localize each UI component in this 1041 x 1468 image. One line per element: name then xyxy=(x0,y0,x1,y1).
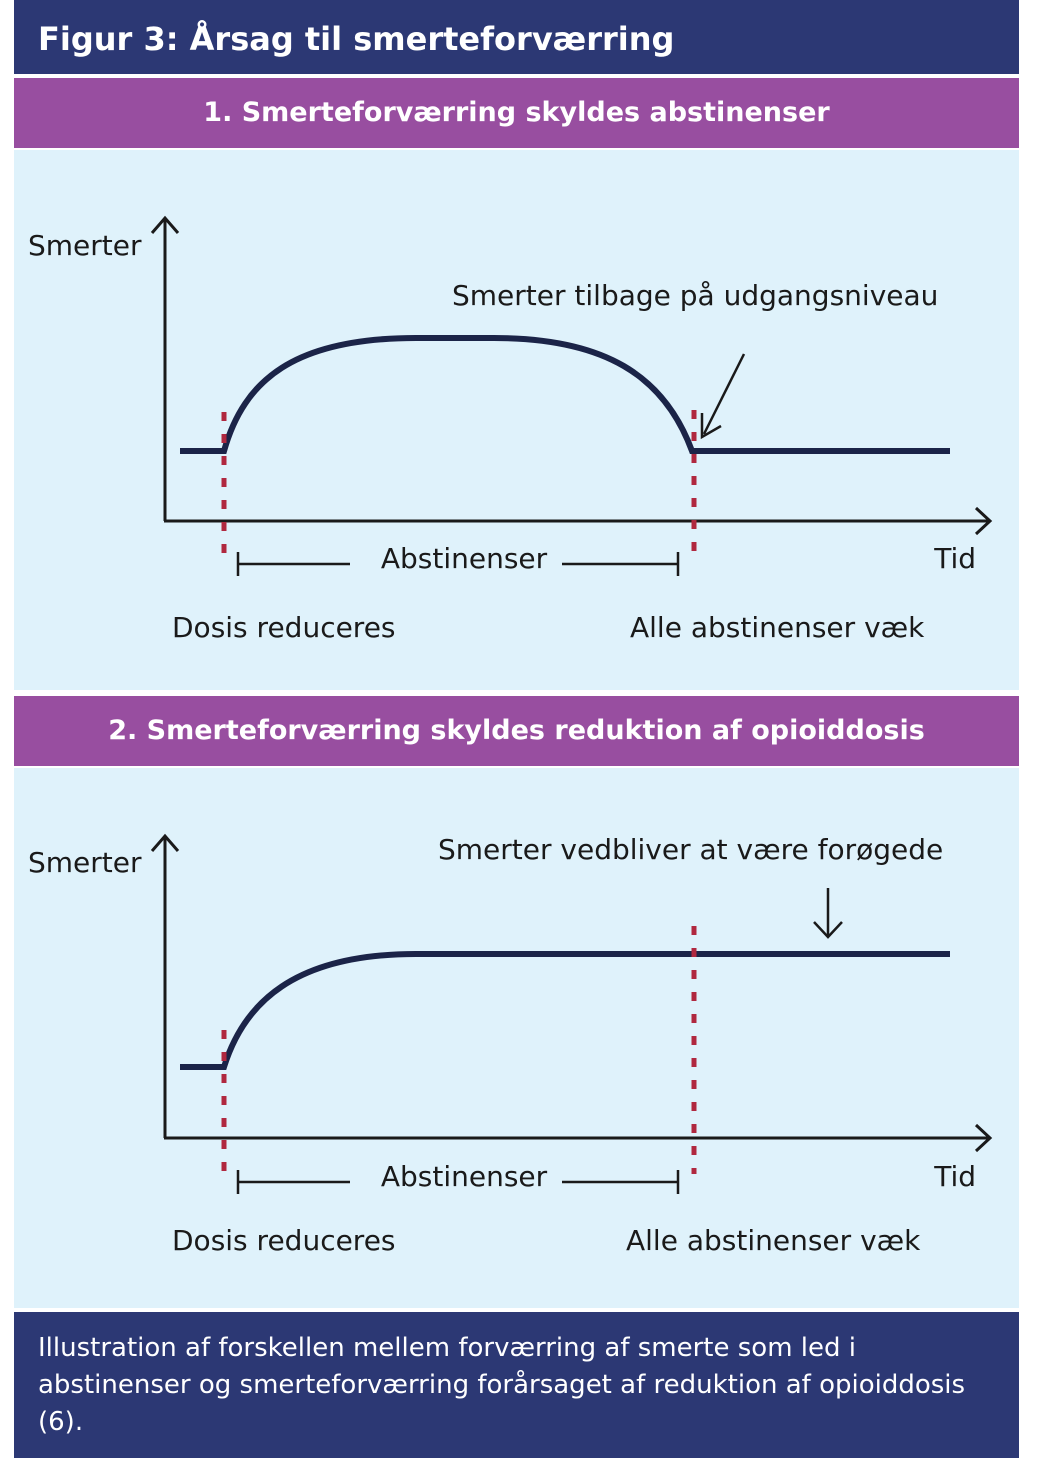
x-axis-arrowhead xyxy=(974,506,993,536)
pain-curve xyxy=(180,335,950,454)
interval-label: Abstinenser xyxy=(381,542,548,575)
panel-1: Smerter Smerter tilbage på udgangsniveau… xyxy=(14,150,1019,690)
y-axis-arrowhead xyxy=(150,215,180,234)
y-axis-arrowhead xyxy=(150,833,180,852)
figure-title: Figur 3: Årsag til smerteforværring xyxy=(14,0,1019,74)
panel-2-diagram: Smerter Smerter vedbliver at være forøge… xyxy=(28,833,993,1257)
start-label: Dosis reduceres xyxy=(172,611,396,644)
y-axis-label: Smerter xyxy=(28,846,142,879)
pain-curve xyxy=(180,951,950,1070)
annotation-label: Smerter vedbliver at være forøgede xyxy=(438,833,943,866)
annotation-arrowhead xyxy=(813,921,843,939)
x-axis-label: Tid xyxy=(933,542,976,575)
end-label: Alle abstinenser væk xyxy=(630,611,925,644)
y-axis-label: Smerter xyxy=(28,229,142,262)
panel-2: Smerter Smerter vedbliver at være forøge… xyxy=(14,768,1019,1308)
end-label: Alle abstinenser væk xyxy=(626,1224,921,1257)
x-axis-arrowhead xyxy=(974,1123,993,1153)
interval-label: Abstinenser xyxy=(381,1160,548,1193)
x-axis-label: Tid xyxy=(933,1160,976,1193)
annotation-arrowhead xyxy=(700,413,722,440)
annotation-arrow xyxy=(702,353,746,435)
annotation-label: Smerter tilbage på udgangsniveau xyxy=(452,279,938,312)
start-label: Dosis reduceres xyxy=(172,1224,396,1257)
panel-1-diagram: Smerter Smerter tilbage på udgangsniveau… xyxy=(28,215,993,644)
figure-caption: Illustration af forskellen mellem forvær… xyxy=(14,1312,1019,1458)
panel-1-header: 1. Smerteforværring skyldes abstinenser xyxy=(14,78,1019,148)
panel-2-header: 2. Smerteforværring skyldes reduktion af… xyxy=(14,696,1019,766)
